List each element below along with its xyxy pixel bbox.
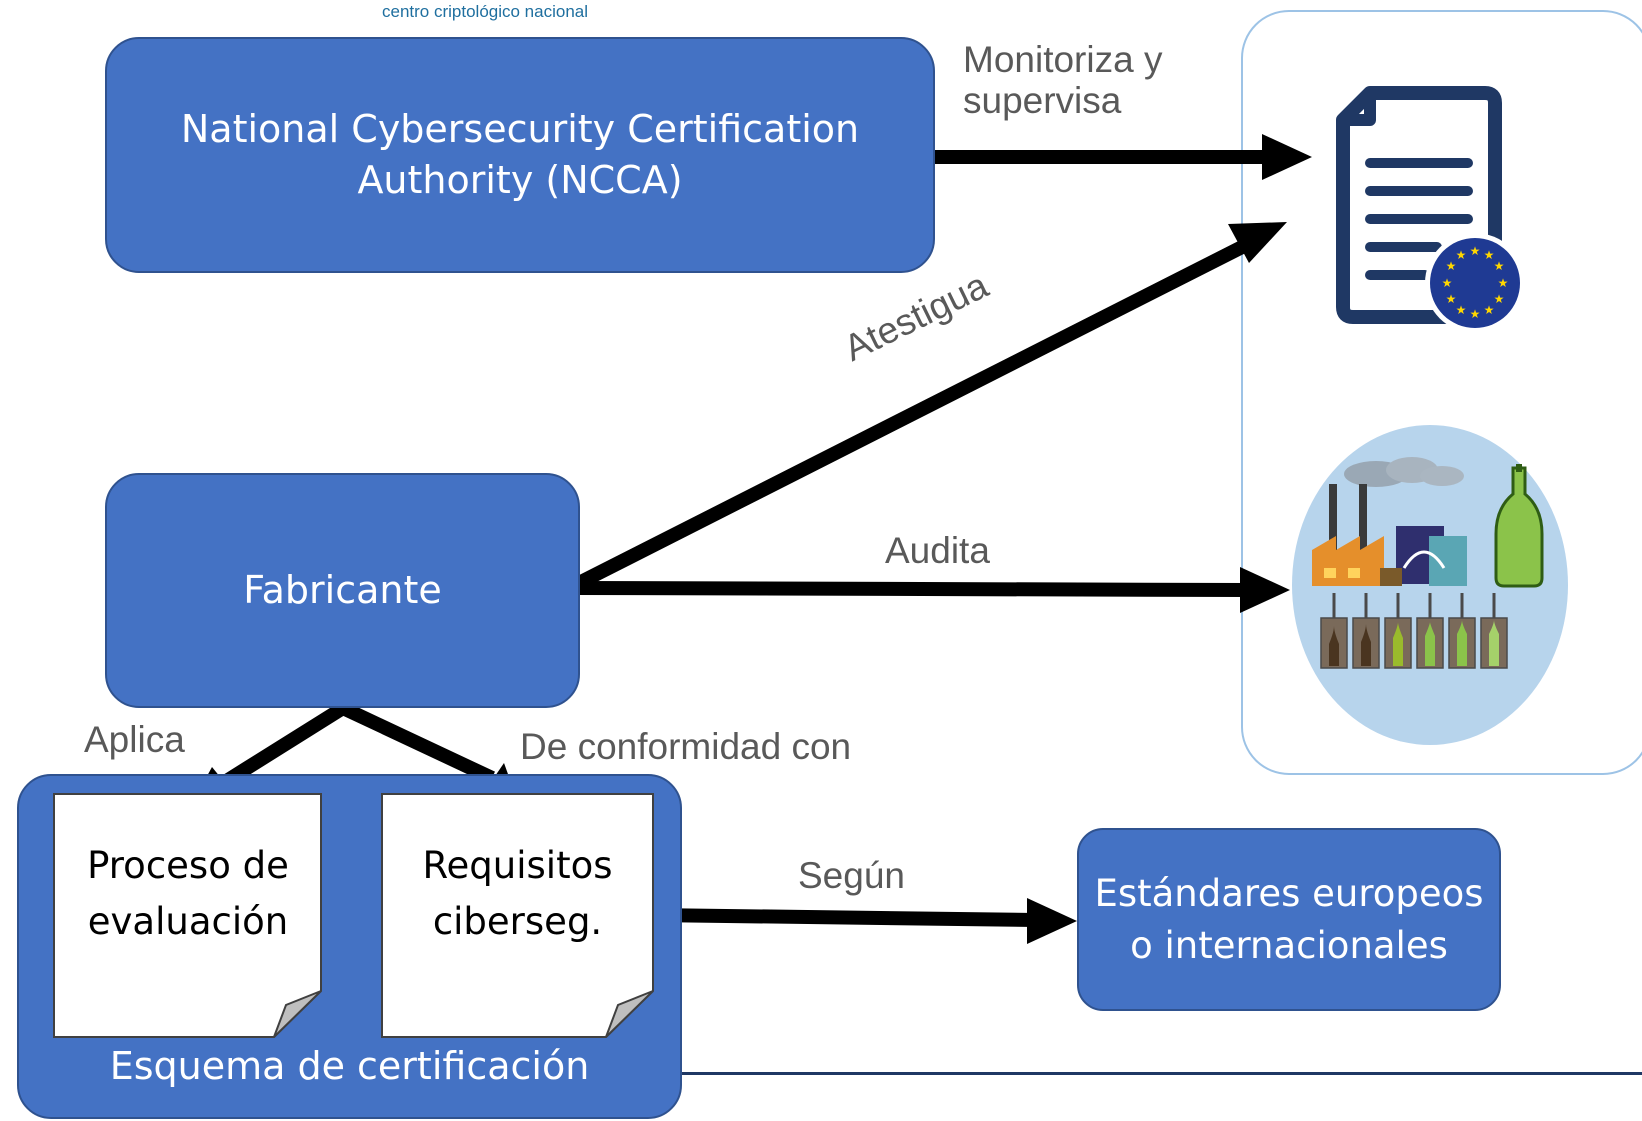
node-estandares: Estándares europeos o internacionales bbox=[1077, 828, 1501, 1011]
edge-label-segun: Según bbox=[798, 855, 905, 896]
document-eu-icon: ★★★ ★★★ ★★★ ★★★ bbox=[1336, 86, 1525, 333]
node-requisitos-label: Requisitos ciberseg. bbox=[422, 844, 613, 943]
svg-text:★: ★ bbox=[1498, 276, 1509, 290]
arrowhead-atestigua bbox=[1228, 222, 1287, 263]
right-panel bbox=[1241, 10, 1642, 775]
edge-label-audita: Audita bbox=[885, 530, 990, 571]
node-fabricante: Fabricante bbox=[105, 473, 580, 708]
edge-label-monitoriza: Monitoriza y supervisa bbox=[963, 39, 1163, 121]
node-esquema-label: Esquema de certificación bbox=[109, 1044, 590, 1088]
bottom-rule bbox=[682, 1072, 1642, 1075]
arrow-segun bbox=[651, 908, 1036, 927]
node-ncca-label: National Cybersecurity Certification Aut… bbox=[180, 106, 860, 202]
arrowhead-audita bbox=[1240, 567, 1290, 613]
node-ncca: National Cybersecurity Certification Aut… bbox=[105, 37, 935, 273]
node-proceso-label: Proceso de evaluación bbox=[87, 844, 289, 943]
svg-text:★: ★ bbox=[1456, 248, 1467, 262]
svg-text:★: ★ bbox=[1494, 292, 1505, 306]
arrowhead-monitoriza bbox=[1262, 134, 1312, 180]
svg-text:★: ★ bbox=[1470, 244, 1481, 258]
arrowhead-segun bbox=[1027, 898, 1077, 944]
page-requisitos bbox=[381, 793, 654, 1038]
svg-text:★: ★ bbox=[1484, 303, 1495, 317]
node-fabricante-label: Fabricante bbox=[243, 567, 442, 612]
edge-label-aplica: Aplica bbox=[84, 719, 185, 760]
arrow-audita bbox=[574, 581, 1249, 597]
arrow-atestigua bbox=[571, 236, 1254, 592]
org-name: centro criptológico nacional bbox=[382, 2, 589, 21]
node-estandares-label: Estándares europeos o internacionales bbox=[1094, 871, 1484, 967]
page-proceso bbox=[53, 793, 322, 1038]
factory-bottles-icon bbox=[1292, 425, 1568, 745]
svg-text:★: ★ bbox=[1442, 276, 1453, 290]
svg-text:★: ★ bbox=[1470, 307, 1481, 321]
svg-text:★: ★ bbox=[1494, 259, 1505, 273]
arrow-aplica-conformidad bbox=[224, 701, 495, 786]
svg-text:★: ★ bbox=[1446, 292, 1457, 306]
svg-text:★: ★ bbox=[1484, 248, 1495, 262]
svg-text:★: ★ bbox=[1456, 303, 1467, 317]
edge-label-conformidad: De conformidad con bbox=[520, 726, 852, 767]
svg-text:★: ★ bbox=[1446, 259, 1457, 273]
